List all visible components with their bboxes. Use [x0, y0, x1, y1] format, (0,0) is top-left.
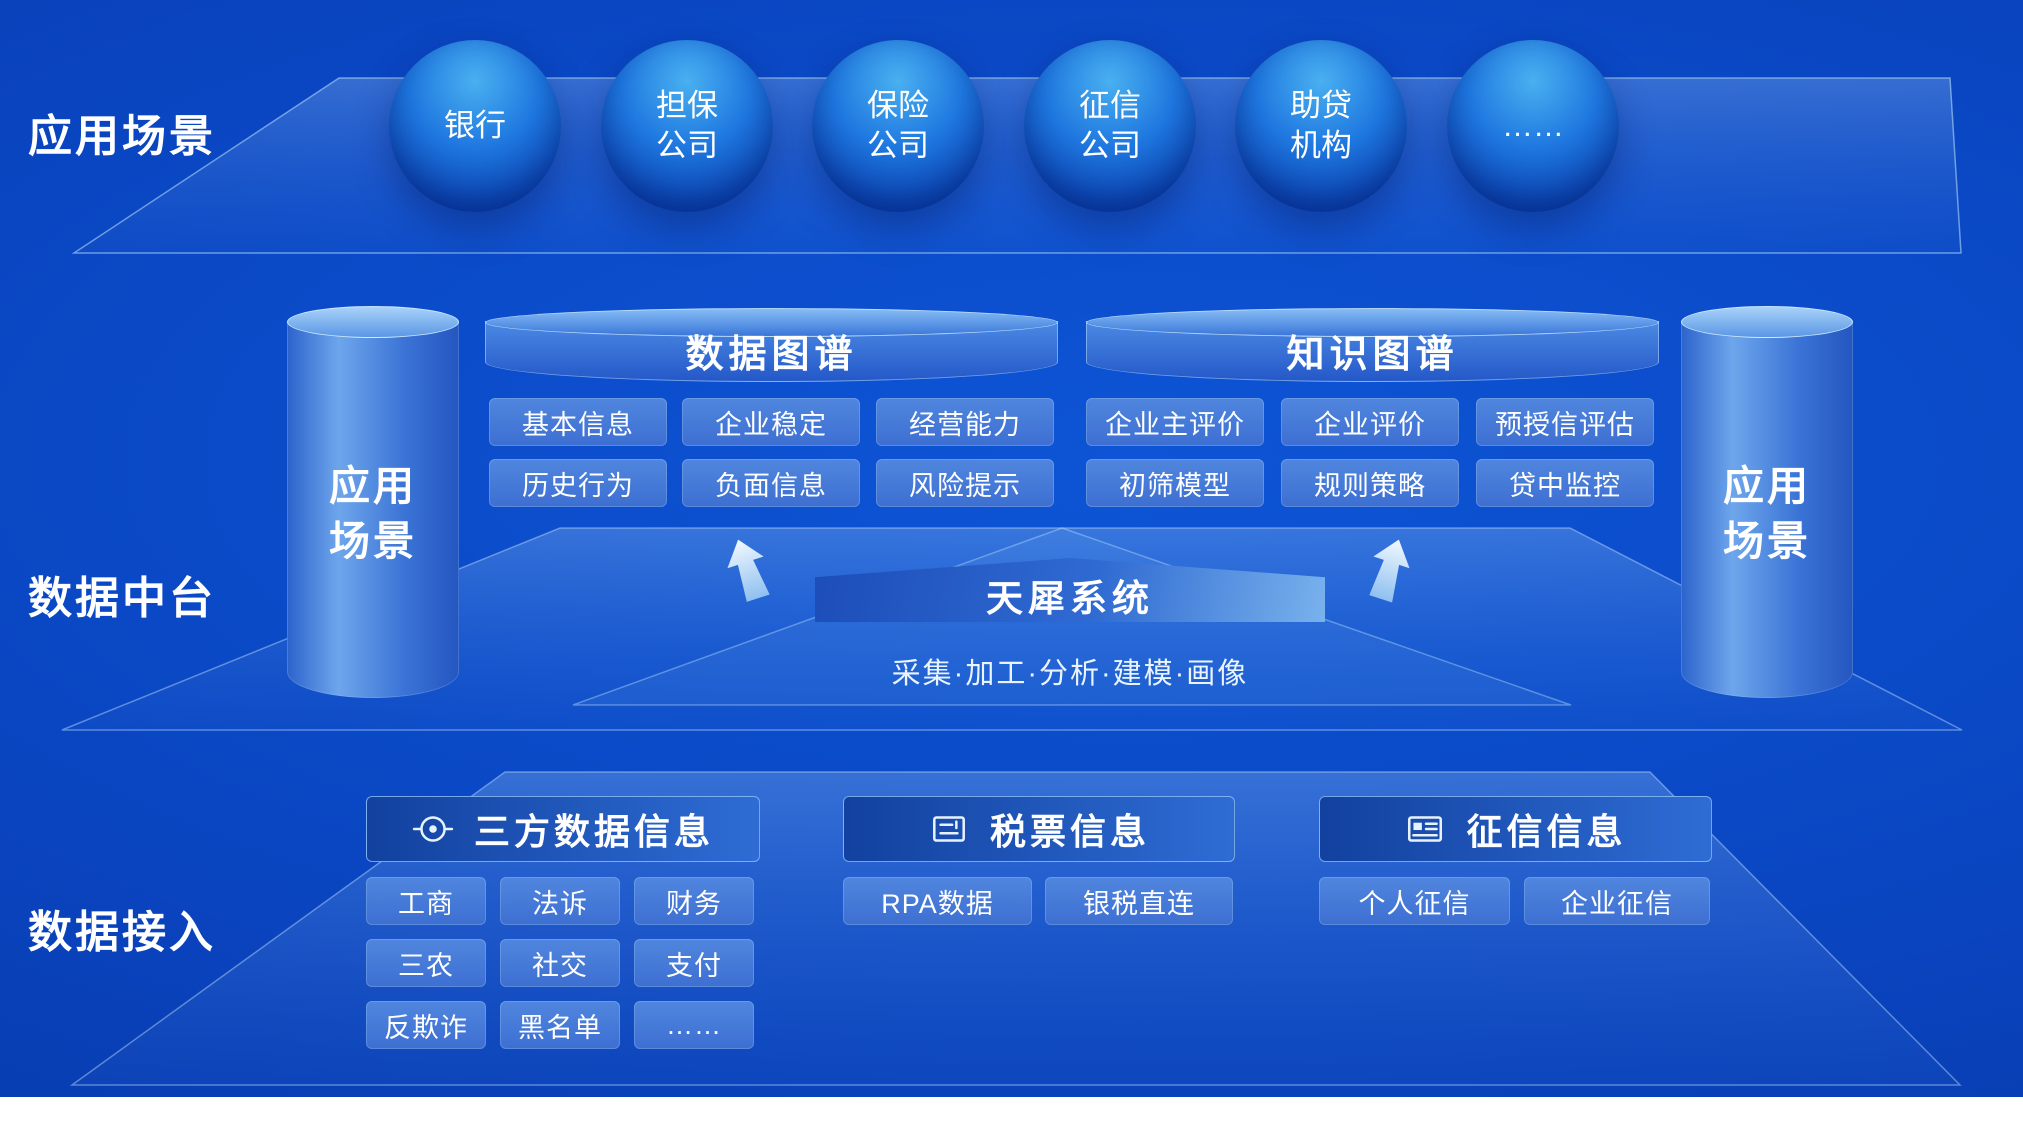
- chip-in-loan-monitoring: 贷中监控: [1476, 459, 1654, 507]
- curved-arrow-up-left-icon: [727, 539, 770, 602]
- cylinder-body: [1681, 321, 1853, 698]
- chip-pre-credit-assessment: 预授信评估: [1476, 398, 1654, 446]
- chip-enterprise-evaluation: 企业评价: [1281, 398, 1459, 446]
- left-cylinder-application-scenarios: 应用 场景: [287, 306, 459, 698]
- chip-operation-capability: 经营能力: [876, 398, 1054, 446]
- chip-agriculture: 三农: [366, 939, 486, 987]
- cylinder-label-line: 应用: [329, 462, 417, 509]
- sphere-guarantee-company: 担保 公司: [601, 40, 773, 212]
- group-title: 征信信息: [1466, 811, 1627, 852]
- sphere-label: ……: [1502, 107, 1564, 143]
- invoice-icon: [928, 808, 970, 850]
- cylinder-label: 应用 场景: [1681, 330, 1853, 698]
- sphere-label: 担保: [656, 87, 718, 123]
- cylinder-label-line: 场景: [1723, 518, 1811, 564]
- section-label-data-middle-platform: 数据中台: [28, 574, 216, 623]
- group-title: 三方数据信息: [473, 811, 714, 852]
- chip-screening-model: 初筛模型: [1086, 459, 1264, 507]
- tianxi-system-title: 天犀系统: [986, 578, 1154, 619]
- chip-personal-credit: 个人征信: [1319, 877, 1510, 925]
- cylinder-top-surface: [287, 306, 459, 338]
- cylinder-label-line: 场景: [329, 518, 417, 564]
- chip-payment: 支付: [634, 939, 754, 987]
- chip-negative-info: 负面信息: [682, 459, 860, 507]
- target-icon: [412, 808, 454, 850]
- sphere-label: 公司: [1079, 128, 1141, 163]
- chip-lawsuit: 法诉: [500, 877, 620, 925]
- data-graph-header: 数据图谱: [485, 308, 1058, 382]
- chip-rule-strategy: 规则策略: [1281, 459, 1459, 507]
- stage-plane-middle: [61, 527, 1963, 731]
- group-title: 税票信息: [989, 811, 1150, 852]
- group-header-credit-info: 征信信息: [1319, 796, 1712, 862]
- chip-basic-info: 基本信息: [489, 398, 667, 446]
- chip-anti-fraud: 反欺诈: [366, 1001, 486, 1049]
- cylinder-body: [287, 321, 459, 698]
- curved-arrow-up-right-icon: [1369, 539, 1410, 603]
- disc-top-surface: [485, 308, 1058, 337]
- data-graph-title: 数据图谱: [685, 333, 858, 376]
- chip-industry-commerce: 工商: [366, 877, 486, 925]
- chip-enterprise-credit: 企业征信: [1524, 877, 1710, 925]
- chip-blacklist: 黑名单: [500, 1001, 620, 1049]
- chip-social: 社交: [500, 939, 620, 987]
- disc-top-surface: [1086, 308, 1659, 337]
- chip-bank-tax-direct: 银税直连: [1045, 877, 1233, 925]
- chip-risk-alert: 风险提示: [876, 459, 1054, 507]
- sphere-credit-reporting-company: 征信 公司: [1024, 40, 1196, 212]
- sphere-label: 征信: [1079, 87, 1141, 123]
- cylinder-top-surface: [1681, 306, 1853, 338]
- sphere-insurance-company: 保险 公司: [812, 40, 984, 212]
- chip-history-behavior: 历史行为: [489, 459, 667, 507]
- sphere-label: 公司: [656, 128, 718, 163]
- chip-owner-evaluation: 企业主评价: [1086, 398, 1264, 446]
- knowledge-graph-header: 知识图谱: [1086, 308, 1659, 382]
- stage-plane-top: [71, 77, 1962, 254]
- tianxi-system-subtitle: 采集·加工·分析·建模·画像: [891, 658, 1249, 690]
- chip-finance: 财务: [634, 877, 754, 925]
- sphere-label: 保险: [867, 87, 929, 123]
- sphere-label: 公司: [867, 128, 929, 163]
- sphere-label: 银行: [444, 107, 506, 143]
- sphere-ellipsis: ……: [1447, 40, 1619, 212]
- chip-enterprise-stability: 企业稳定: [682, 398, 860, 446]
- knowledge-graph-title: 知识图谱: [1286, 333, 1459, 376]
- id-card-icon: [1404, 808, 1446, 850]
- sphere-label: 机构: [1290, 128, 1352, 163]
- section-label-data-access: 数据接入: [28, 908, 216, 957]
- sphere-loan-facilitation-agency: 助贷 机构: [1235, 40, 1407, 212]
- cylinder-label-line: 应用: [1723, 462, 1811, 509]
- section-label-application-scenarios: 应用场景: [28, 112, 216, 161]
- cylinder-label: 应用 场景: [287, 330, 459, 698]
- group-header-third-party-data: 三方数据信息: [366, 796, 760, 862]
- sphere-bank: 银行: [389, 40, 561, 212]
- right-cylinder-application-scenarios: 应用 场景: [1681, 306, 1853, 698]
- group-header-tax-invoice: 税票信息: [843, 796, 1235, 862]
- sphere-label: 助贷: [1290, 87, 1352, 123]
- chip-rpa-data: RPA数据: [843, 877, 1032, 925]
- chip-more: ……: [634, 1001, 754, 1049]
